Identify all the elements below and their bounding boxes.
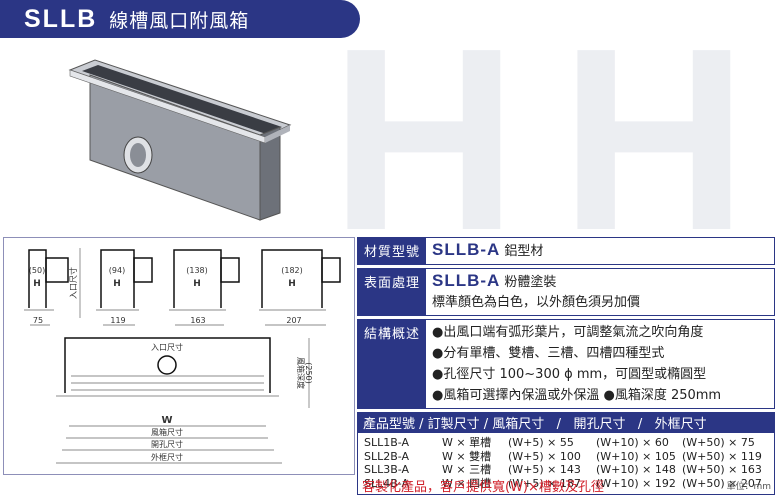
- width-label: 119: [110, 316, 125, 325]
- title-banner: SLLB 線槽風口附風箱: [0, 0, 360, 38]
- table-row: SLL1B-A W × 單槽 (W+5) × 55 (W+10) × 60 (W+50)…: [364, 436, 774, 450]
- h-label: H: [288, 279, 296, 289]
- surface-model: SLLB-A: [432, 271, 501, 290]
- opening-size-cell: (W+10) × 60: [596, 436, 669, 449]
- inlet-side-label: 入口尺寸: [68, 267, 78, 299]
- material-model: SLLB-A: [432, 240, 501, 259]
- inlet-label: 入口尺寸: [151, 342, 183, 352]
- material-label: 材質型號: [358, 238, 426, 264]
- gap-label: (182): [281, 266, 303, 275]
- watermark: H: [330, 0, 518, 285]
- structure-item: ●孔徑尺寸 100~300 ϕ mm，可圓型或橢圓型: [432, 367, 707, 382]
- size-table-header: 產品型號 / 訂製尺寸 / 風箱尺寸 / 開孔尺寸 / 外框尺寸: [357, 412, 775, 433]
- gap-label: (50): [29, 266, 45, 275]
- product-image: [68, 59, 292, 221]
- width-label: 75: [33, 316, 43, 325]
- size-table: SLL1B-A W × 單槽 (W+5) × 55 (W+10) × 60 (W+50)…: [357, 433, 775, 495]
- width-label: 207: [286, 316, 301, 325]
- box-size-cell: (W+5) × 143: [508, 463, 581, 476]
- w-label: W: [161, 415, 172, 426]
- product-code: SLLB: [24, 4, 98, 33]
- opening-size-cell: (W+10) × 148: [596, 463, 676, 476]
- h-label: H: [113, 279, 121, 289]
- frame-size-cell: (W+50) × 163: [682, 463, 762, 476]
- material-text: 鋁型材: [504, 244, 544, 259]
- width-label: 163: [190, 316, 205, 325]
- opening-size-cell: (W+10) × 105: [596, 449, 676, 463]
- box-size-cell: (W+5) × 55: [508, 436, 574, 449]
- box-size-cell: (W+5) × 100: [508, 449, 581, 463]
- table-row: SLL2B-A W × 雙槽 (W+5) × 100 (W+10) × 105 (W+5…: [364, 450, 774, 464]
- structure-item: ●風箱可選擇內保溫或外保溫 ●風箱深度 250mm: [432, 388, 722, 403]
- box-size-cell: (W+5) × 187: [508, 476, 581, 490]
- watermark: H: [560, 0, 748, 285]
- table-row: SLL3B-A W × 三槽 (W+5) × 143 (W+10) × 148 (W+5…: [364, 463, 774, 477]
- gap-label: (138): [186, 266, 208, 275]
- surface-note: 標準顏色為白色，以外顏色須另加價: [432, 295, 641, 310]
- opening-size-cell: (W+10) × 192: [596, 476, 676, 490]
- opening-size-label: 開孔尺寸: [151, 439, 183, 449]
- structure-item: ●分有單槽、雙槽、三槽、四槽四種型式: [432, 346, 665, 361]
- surface-label: 表面處理: [358, 269, 426, 315]
- depth-value: (250): [304, 362, 313, 384]
- h-label: H: [193, 279, 201, 289]
- model-cell: SLL3B-A: [364, 463, 410, 476]
- model-cell: SLL2B-A: [364, 449, 410, 463]
- box-size-label: 風箱尺寸: [151, 427, 183, 437]
- table-row: SLL4B-A W × 四槽 (W+5) × 187 (W+10) × 192 (W+5…: [364, 477, 774, 491]
- gap-label: (94): [109, 266, 125, 275]
- structure-label: 結構概述: [358, 320, 426, 408]
- frame-size-cell: (W+50) × 75: [682, 436, 755, 449]
- model-cell: SLL4B-A: [364, 476, 410, 490]
- model-cell: SLL1B-A: [364, 436, 410, 449]
- structure-row: 結構概述 ●出風口端有弧形葉片，可調整氣流之吹向角度 ●分有單槽、雙槽、三槽、四…: [357, 319, 775, 409]
- dimension-diagram: (50) H 75 (94) H 119 (138) H 163 (182) H…: [3, 237, 355, 475]
- h-label: H: [33, 279, 41, 289]
- surface-text: 粉體塗裝: [504, 275, 557, 290]
- frame-size-label: 外框尺寸: [151, 452, 183, 462]
- custom-size-cell: W × 三槽: [442, 463, 492, 476]
- depth-label: 風箱深度: [296, 357, 306, 389]
- structure-item: ●出風口端有弧形葉片，可調整氣流之吹向角度: [432, 325, 704, 340]
- custom-note: 客製化產品，客戶提供寬(W)×槽數及孔徑: [362, 480, 604, 495]
- custom-size-cell: W × 單槽: [442, 436, 492, 449]
- frame-size-cell: (W+50) × 119: [682, 449, 762, 463]
- custom-size-cell: W × 雙槽: [442, 449, 492, 463]
- frame-size-cell: (W+50) × 207: [682, 476, 762, 490]
- product-name: 線槽風口附風箱: [109, 9, 250, 32]
- unit-label: 單位：mm: [726, 482, 771, 492]
- custom-size-cell: W × 四槽: [442, 476, 492, 490]
